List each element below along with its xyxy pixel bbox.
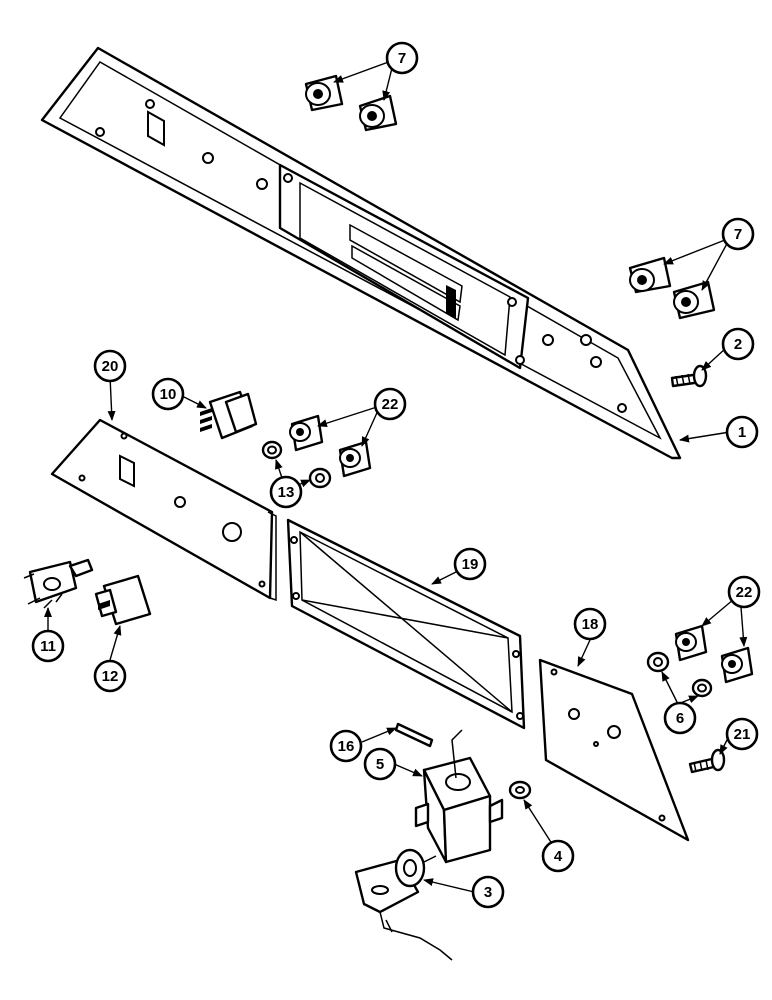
callout-label: 1 xyxy=(738,424,746,441)
left-plate xyxy=(50,418,277,602)
callout-11: 11 xyxy=(31,629,65,663)
callout-label: 20 xyxy=(102,358,119,375)
callout-label: 18 xyxy=(582,616,599,633)
hex-nut-right-upper xyxy=(646,651,670,673)
callout-18: 18 xyxy=(573,607,607,641)
callout-13: 13 xyxy=(269,475,303,509)
knob-right-lower xyxy=(672,280,716,320)
gasket-frame xyxy=(286,518,526,730)
console-bezel xyxy=(40,46,682,460)
callout-12: 12 xyxy=(93,659,127,693)
callout-label: 2 xyxy=(734,336,742,353)
callout-2: 2 xyxy=(721,327,755,361)
callout-label: 5 xyxy=(376,756,384,773)
callout-5: 5 xyxy=(363,747,397,781)
knob-top-right xyxy=(358,94,398,132)
callout-1: 1 xyxy=(725,415,759,449)
callout-label: 19 xyxy=(462,556,479,573)
callout-label: 4 xyxy=(554,848,563,865)
knurled-nut-right-upper xyxy=(674,624,708,662)
pin-16 xyxy=(394,722,434,748)
callout-label: 10 xyxy=(160,386,177,403)
callout-19: 19 xyxy=(453,547,487,581)
callout-10: 10 xyxy=(151,377,185,411)
callout-label: 21 xyxy=(734,726,751,743)
washer-4 xyxy=(508,780,532,800)
screw-2 xyxy=(670,364,708,388)
knurled-nut-right-lower xyxy=(720,646,754,684)
callout-label: 7 xyxy=(398,50,406,67)
callout-label: 22 xyxy=(382,396,399,413)
knurled-nut-left-upper xyxy=(289,414,324,452)
callout-7-top: 7 xyxy=(385,41,419,75)
callout-label: 3 xyxy=(484,884,492,901)
screw-21 xyxy=(688,748,726,774)
switch-block-12 xyxy=(94,574,152,626)
thermostat-bracket-3 xyxy=(354,848,453,961)
rotary-valve-5 xyxy=(414,729,504,864)
callout-label: 12 xyxy=(102,668,119,685)
callout-7-right: 7 xyxy=(721,217,755,251)
knurled-nut-left-lower xyxy=(338,440,372,478)
callout-label: 7 xyxy=(734,226,742,243)
callout-16: 16 xyxy=(329,729,363,763)
callout-label: 11 xyxy=(40,638,56,655)
hex-nut-left-upper xyxy=(261,440,283,460)
callout-3: 3 xyxy=(471,875,505,909)
callout-20: 20 xyxy=(93,349,127,383)
callout-label: 6 xyxy=(676,710,684,727)
hex-nut-left-lower xyxy=(308,467,332,489)
callout-4: 4 xyxy=(541,839,575,873)
callout-22-right: 22 xyxy=(727,575,761,609)
hex-nut-right-lower xyxy=(691,678,713,698)
rocker-switch-10 xyxy=(200,390,258,440)
callout-label: 16 xyxy=(338,738,355,755)
callout-6: 6 xyxy=(663,701,697,735)
callout-21: 21 xyxy=(725,717,759,751)
callout-label: 13 xyxy=(278,484,295,501)
knob-top-left xyxy=(304,74,344,112)
callout-label: 22 xyxy=(736,584,753,601)
rotary-switch-11 xyxy=(23,558,94,609)
callout-22-left: 22 xyxy=(373,387,407,421)
right-plate xyxy=(538,658,690,842)
knob-right-upper xyxy=(628,256,672,294)
